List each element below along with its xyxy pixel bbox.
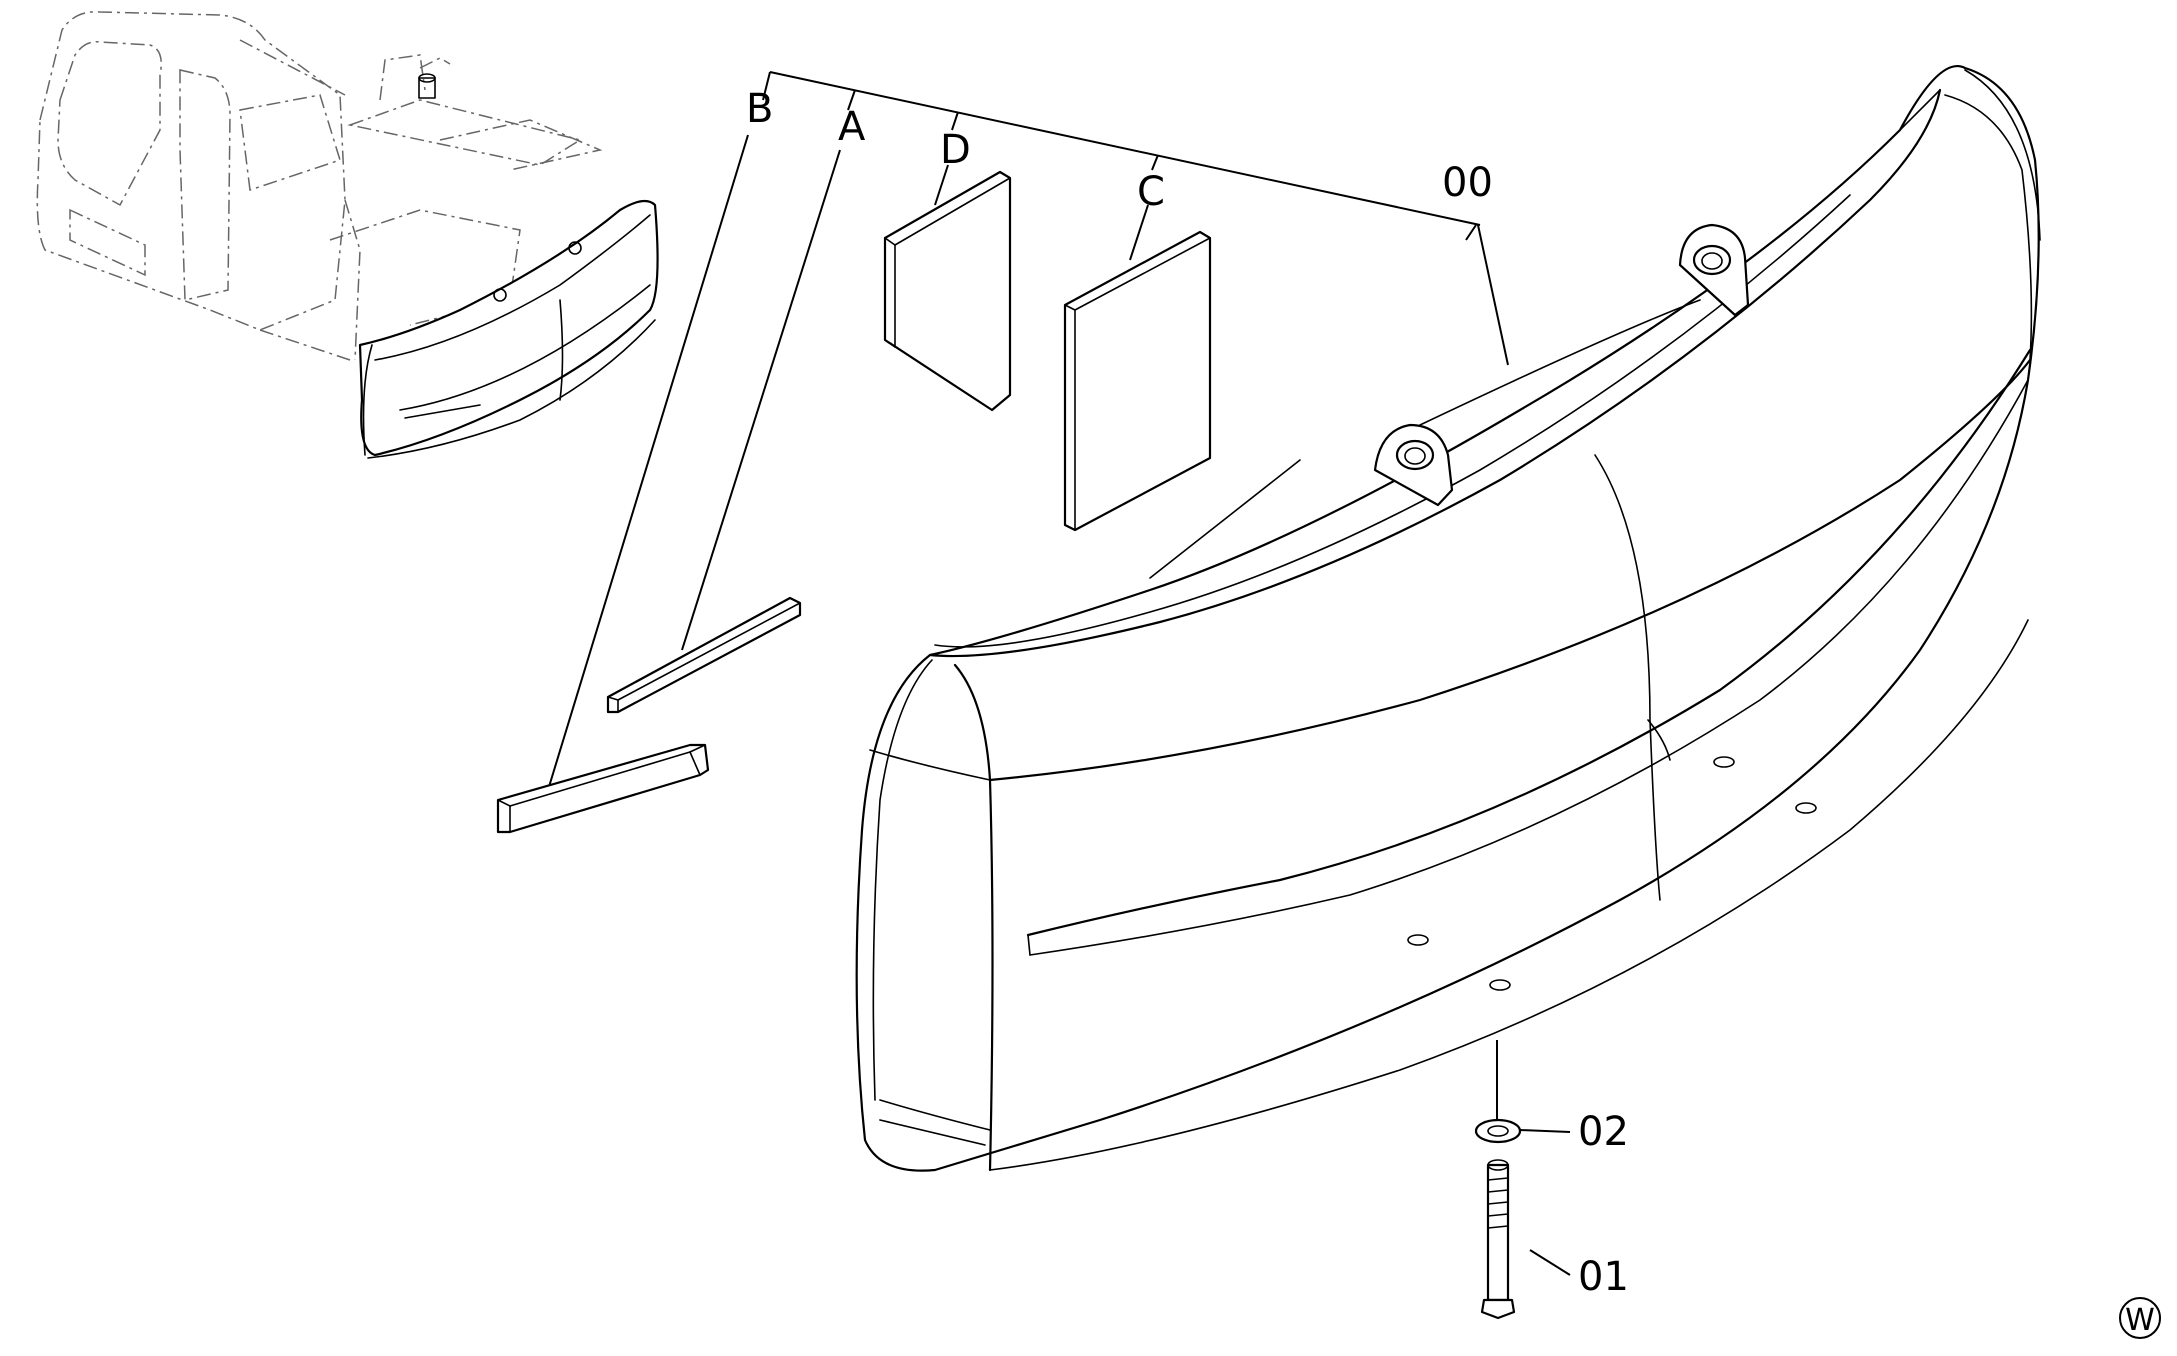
lifting-eye-right (1678, 223, 1750, 317)
bolt-icon (1480, 1159, 1516, 1320)
callout-d: D (940, 127, 971, 173)
callout-b: B (746, 86, 773, 132)
part-c-plate (1063, 230, 1212, 532)
callout-00: 00 (1442, 160, 1493, 206)
counterweight-icon (855, 65, 2041, 1172)
excavator-outline-icon (36, 11, 659, 459)
corner-mark-letter: W (2125, 1303, 2155, 1338)
lifting-eye-left (1373, 423, 1454, 507)
callout-c: C (1137, 169, 1165, 215)
part-a-bar (606, 596, 802, 714)
callout-01: 01 (1578, 1254, 1629, 1300)
callout-02: 02 (1578, 1109, 1629, 1155)
part-d-plate (883, 170, 1012, 412)
corner-mark: W (2119, 1297, 2161, 1339)
callout-a: A (838, 104, 866, 150)
part-b-bar (496, 743, 710, 834)
washer-icon (1474, 1118, 1522, 1144)
callout-leaders (547, 71, 1571, 1276)
